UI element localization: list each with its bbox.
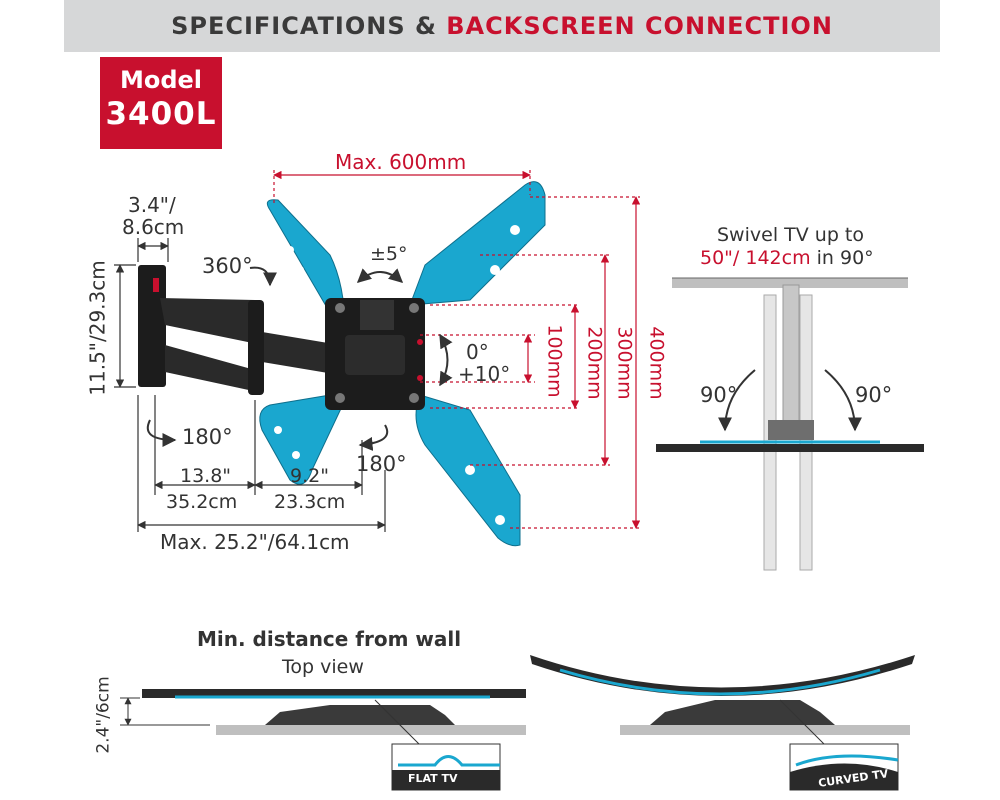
model-number: 3400L [105,96,217,132]
label-arm2-cm: 23.3cm [274,491,346,513]
label-vesa-200: 200mm [583,326,606,400]
dim-vertical-vesa [420,196,641,529]
swivel-angle-text: in 90° [810,247,874,269]
wall-plate [138,265,166,387]
banner-title-part2: BACKSCREEN CONNECTION [446,12,833,40]
label-level: ±5° [370,243,408,265]
tv-interface-plate [325,298,425,410]
dim-lines-grey [114,238,386,532]
label-vesa-100: 100mm [543,324,566,398]
bracket-arm-top-right [409,181,546,306]
label-arm1-in: 13.8" [180,465,232,487]
swing-arms [160,298,340,395]
swivel-size: 50"/ 142cm [700,247,811,269]
label-depth-cm: 8.6cm [122,215,185,239]
swivel-diagram [656,277,924,571]
swivel-left-arrow [146,419,177,447]
tilt-arrow [439,333,453,387]
bracket-arm-bottom-left [259,394,346,485]
label-swivel-left: 90° [700,383,738,407]
label-tilt-top: 0° [466,340,489,364]
label-vesa-300: 300mm [613,326,636,400]
label-rotation: 360° [202,254,253,278]
label-vesa-width: Max. 600mm [335,150,467,174]
rotation-360-arrow [249,266,277,287]
label-tilt-bottom: +10° [458,362,511,386]
model-badge: Model 3400L [100,57,222,149]
bracket-slots [274,225,520,525]
header-banner: SPECIFICATIONS & BACKSCREEN CONNECTION [64,0,940,52]
banner-title-part1: SPECIFICATIONS & [171,12,447,40]
label-arm-swivel-right: 180° [356,452,407,476]
model-label: Model [119,66,203,94]
label-flat-tv: FLAT TV [408,772,458,785]
flat-tv-diagram [120,689,526,791]
swivel-subtitle: 50"/ 142cm in 90° [700,247,874,269]
label-vesa-400: 400mm [645,326,668,400]
dim-600mm [273,170,531,205]
level-arrow [356,268,404,283]
label-max-extension: Max. 25.2"/64.1cm [160,530,350,554]
label-wallplate-height: 11.5"/29.3cm [85,260,110,396]
wall-distance-subtitle: Top view [282,656,364,678]
swivel-right-arrow [358,424,389,451]
label-depth-in: 3.4"/ [128,193,176,217]
label-arm2-in: 9.2" [290,465,329,487]
label-wall-distance: 2.4"/6cm [93,676,114,754]
label-swivel-right: 90° [855,383,893,407]
label-arm1-cm: 35.2cm [166,491,238,513]
wall-distance-title: Min. distance from wall [197,627,462,651]
curved-tv-diagram [530,655,915,791]
rotation-arrows [146,266,453,451]
label-arm-swivel-left: 180° [182,425,233,449]
swivel-title: Swivel TV up to [717,224,864,246]
banner-title: SPECIFICATIONS & BACKSCREEN CONNECTION [64,12,940,40]
